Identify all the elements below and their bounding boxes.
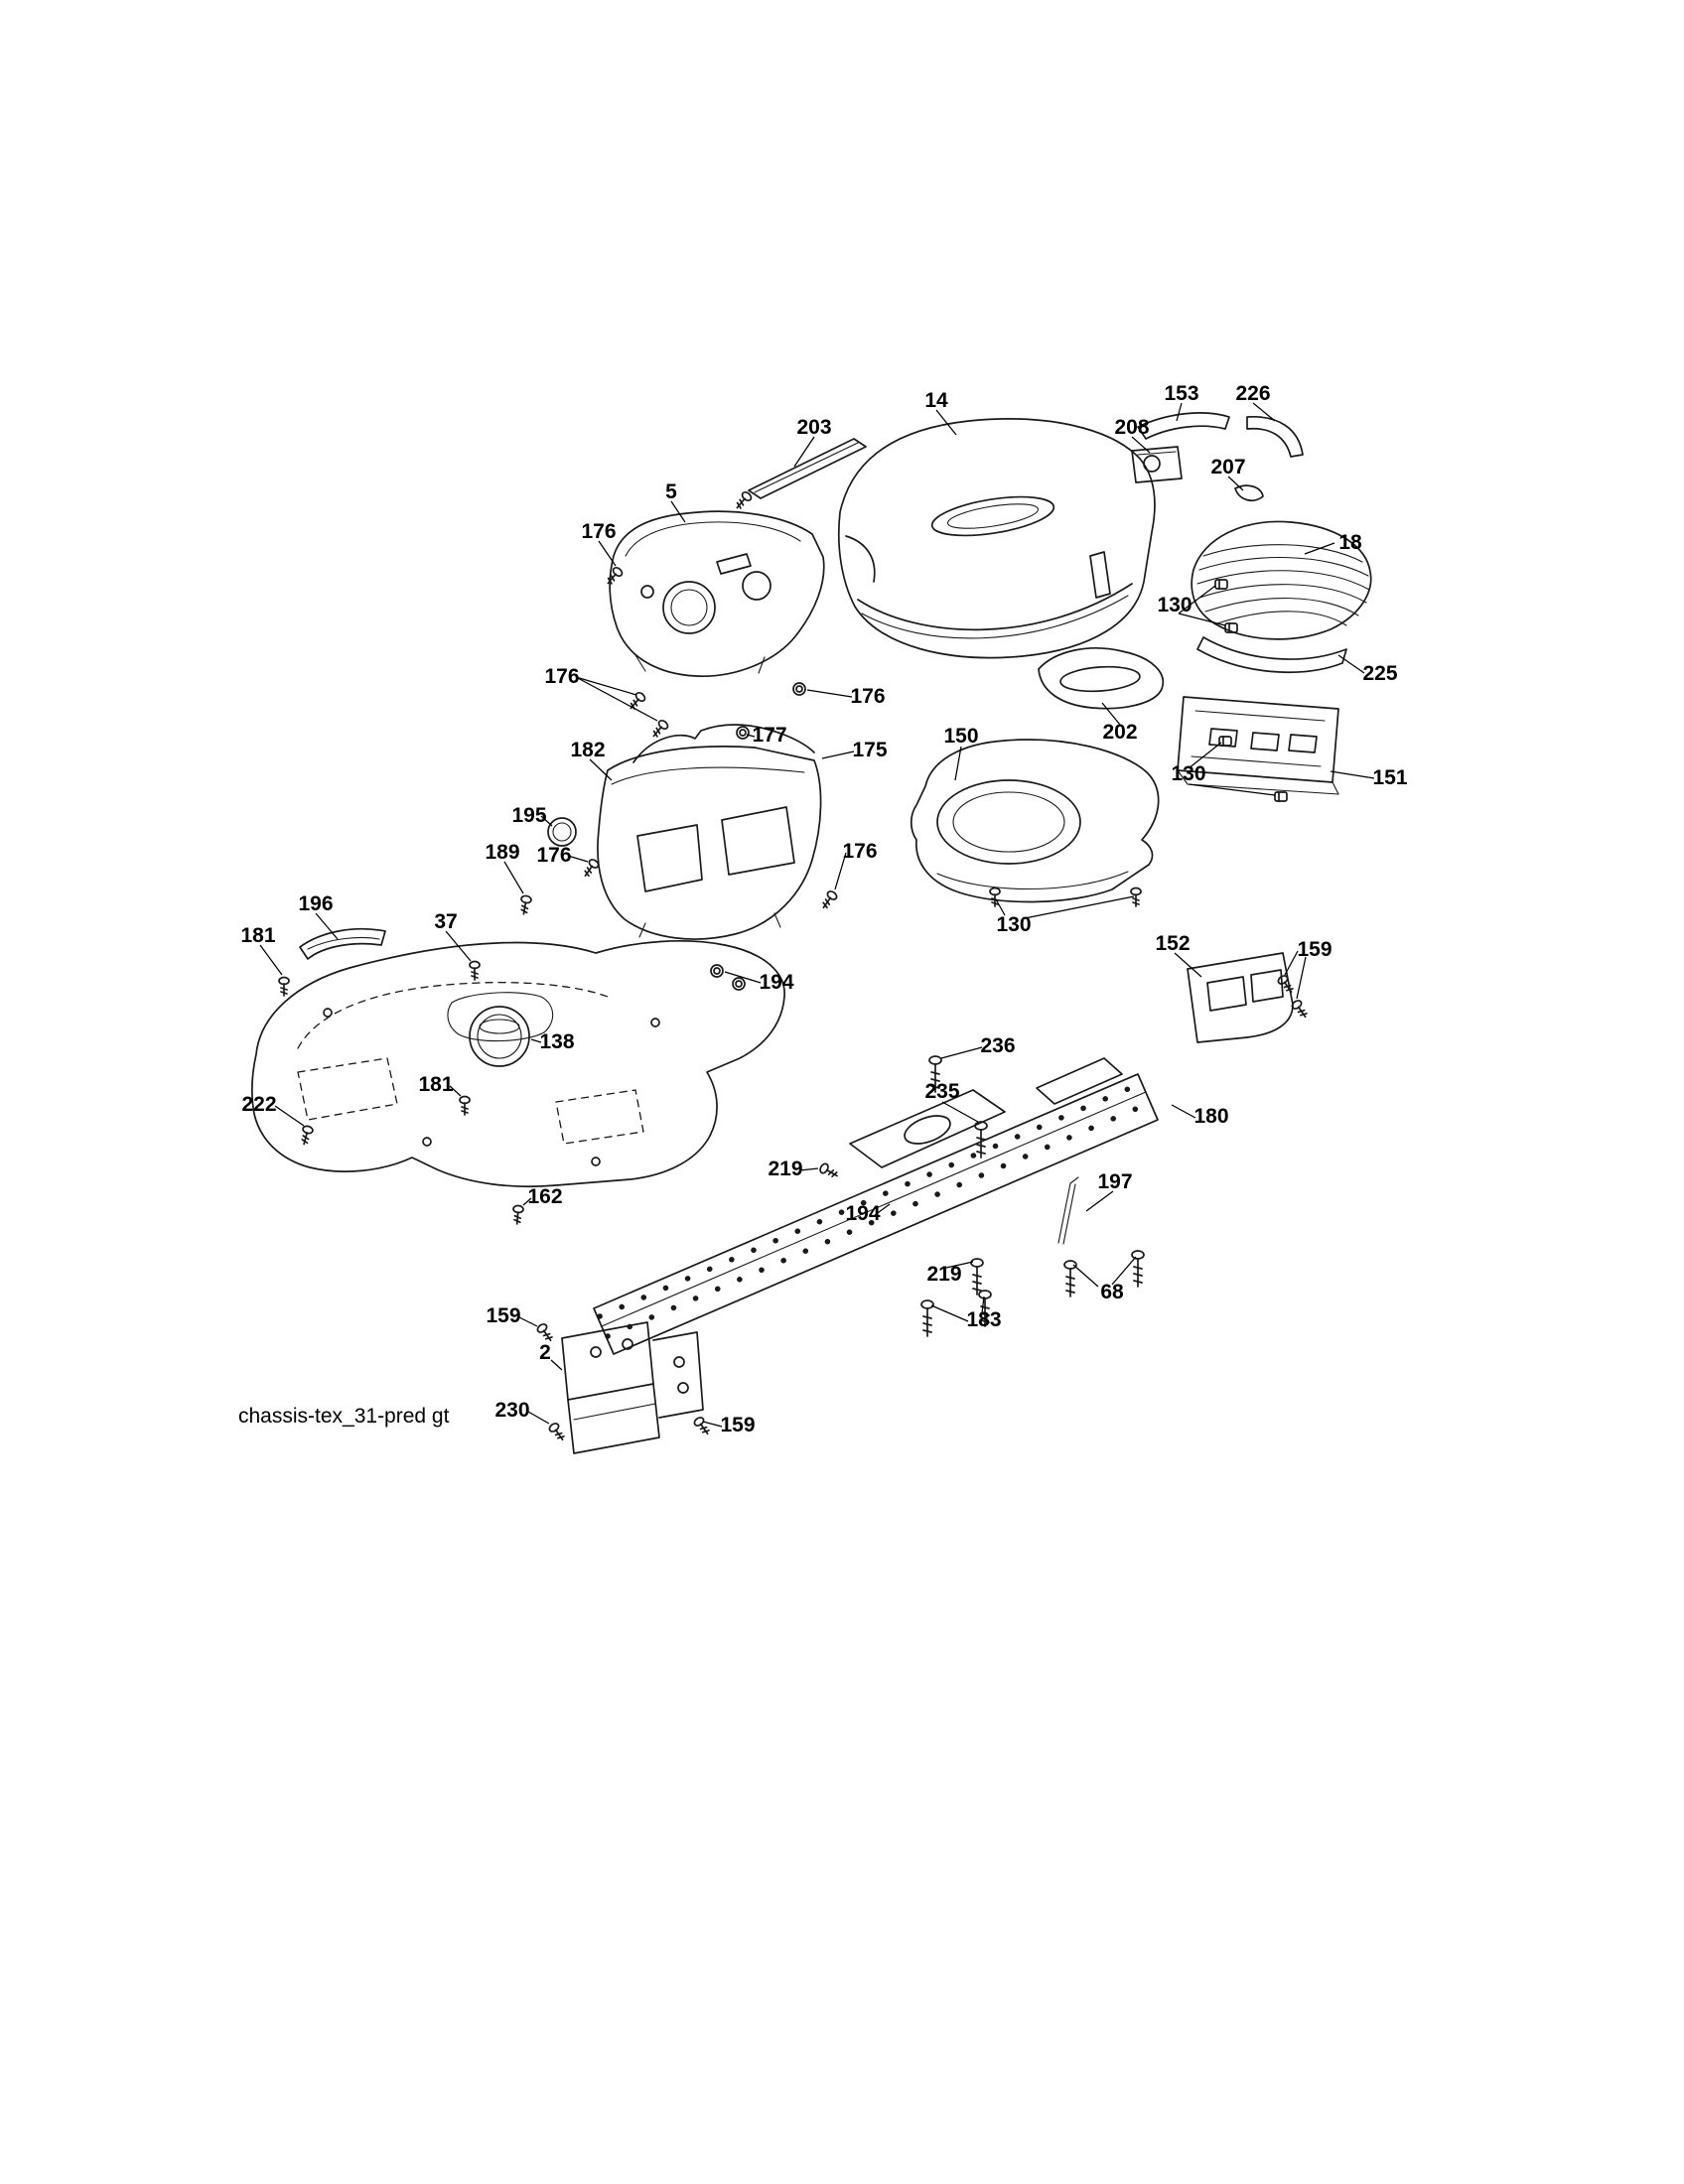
part-label-189: 189 (485, 841, 519, 864)
part-label-5: 5 (665, 480, 677, 503)
part-label-194a: 194 (759, 971, 793, 994)
part-label-181b: 181 (418, 1073, 453, 1096)
part-label-176b: 176 (544, 665, 579, 688)
part-label-159b: 159 (486, 1304, 520, 1327)
air-duct-part-202 (1038, 647, 1165, 710)
part-label-153: 153 (1164, 382, 1198, 405)
part-label-181a: 181 (240, 924, 275, 947)
part-label-130a: 130 (1157, 594, 1192, 616)
part-label-176a: 176 (581, 520, 616, 543)
part-label-130b: 130 (1171, 762, 1205, 785)
part-label-182: 182 (570, 739, 605, 761)
leader-lines (259, 402, 1375, 1428)
part-label-37: 37 (434, 910, 457, 933)
part-label-159c: 159 (720, 1414, 755, 1436)
part-label-2: 2 (539, 1341, 551, 1364)
part-label-207: 207 (1210, 456, 1245, 478)
part-label-230: 230 (494, 1399, 529, 1422)
part-label-183: 183 (966, 1308, 1001, 1331)
part-label-162: 162 (527, 1185, 562, 1208)
lens-strip-part-225 (1196, 636, 1347, 674)
headlight-bar-part-203 (732, 438, 867, 512)
part-label-177: 177 (752, 724, 786, 747)
part-label-197: 197 (1097, 1170, 1132, 1193)
part-label-138: 138 (539, 1030, 574, 1053)
part-label-219a: 219 (768, 1158, 802, 1180)
part-label-176d: 176 (536, 844, 571, 867)
part-label-130c: 130 (996, 913, 1031, 936)
part-label-14: 14 (924, 389, 948, 412)
part-labels: 203 14 153 226 208 207 5 176 18 130 225 … (240, 382, 1407, 1436)
part-label-219b: 219 (926, 1263, 961, 1286)
part-label-195: 195 (511, 804, 546, 827)
fender-part-37 (250, 927, 785, 1226)
part-label-226: 226 (1235, 382, 1270, 405)
part-label-202: 202 (1102, 721, 1137, 744)
part-label-222: 222 (241, 1093, 276, 1116)
part-label-68: 68 (1100, 1281, 1124, 1303)
part-label-175: 175 (852, 739, 887, 761)
lower-dash-parts-182-175-177 (517, 690, 839, 940)
part-label-152: 152 (1155, 932, 1190, 955)
part-label-151: 151 (1372, 766, 1407, 789)
part-label-235: 235 (924, 1080, 959, 1103)
bracket-part-152 (1187, 952, 1311, 1043)
part-label-208: 208 (1114, 416, 1149, 439)
hood-part-14 (837, 418, 1156, 659)
part-label-196: 196 (298, 892, 333, 915)
part-label-150: 150 (943, 725, 978, 748)
dash-panel-part-5 (603, 510, 825, 696)
front-bracket-parts-2-230 (535, 1321, 713, 1454)
part-label-203: 203 (796, 416, 831, 439)
part-label-236: 236 (980, 1034, 1015, 1057)
blower-housing-part-150 (910, 739, 1160, 907)
part-label-180: 180 (1193, 1105, 1228, 1128)
part-label-176c: 176 (850, 685, 885, 708)
diagram-line-art (250, 412, 1372, 1454)
frame-rail-part-180 (593, 1055, 1159, 1355)
part-label-225: 225 (1362, 662, 1397, 685)
lower-panel-part-151 (1177, 696, 1339, 802)
part-label-159a: 159 (1297, 938, 1332, 961)
part-label-194b: 194 (845, 1202, 880, 1225)
part-label-176e: 176 (842, 840, 877, 863)
part-label-18: 18 (1338, 531, 1362, 554)
diagram-caption: chassis-tex_31-pred gt (238, 1405, 450, 1428)
